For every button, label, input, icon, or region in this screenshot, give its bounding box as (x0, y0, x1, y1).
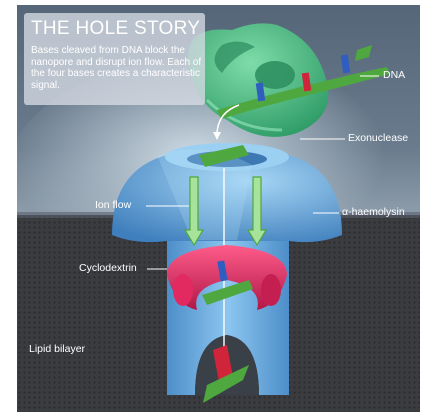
label-cyclodextrin: Cyclodextrin (79, 262, 137, 274)
label-alpha-haemolysin: α-haemolysin (342, 206, 405, 218)
label-ion-flow: Ion flow (95, 199, 131, 211)
diagram-caption: Bases cleaved from DNA block the nanopor… (31, 45, 203, 91)
label-dna: DNA (383, 69, 405, 81)
label-exonuclease: Exonuclease (348, 132, 408, 144)
diagram-scene: THE HOLE STORY Bases cleaved from DNA bl… (17, 5, 420, 412)
diagram-title: THE HOLE STORY (31, 18, 200, 40)
label-lipid-bilayer: Lipid bilayer (29, 343, 85, 355)
